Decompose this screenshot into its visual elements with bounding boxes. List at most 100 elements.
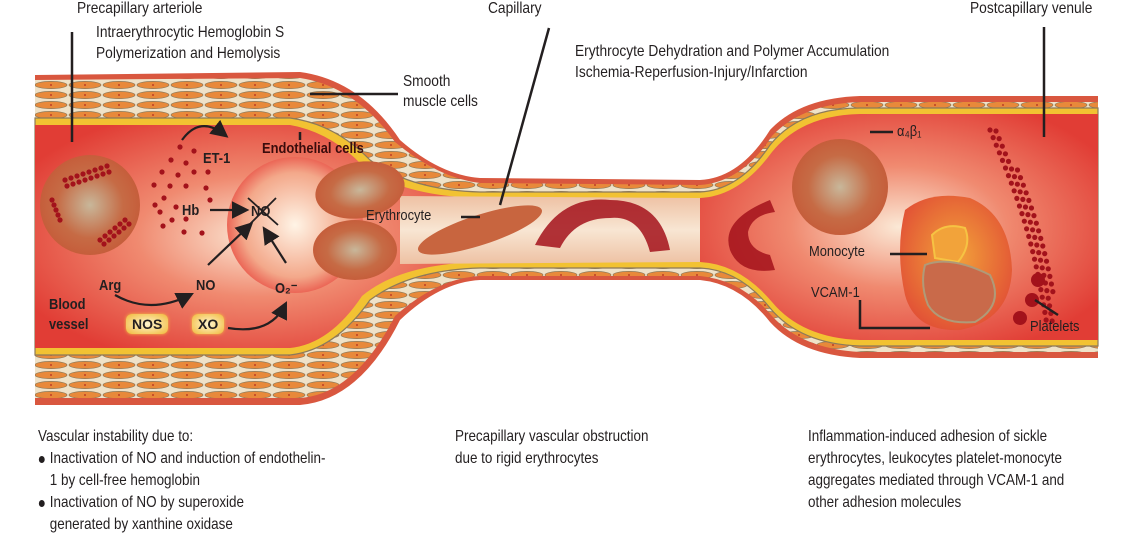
polymer-dot [1044,288,1050,294]
label-vcam1: VCAM-1 [811,284,860,301]
polymer-dot [94,173,100,179]
sickle-cell-elongated [987,127,1056,324]
leader-lines [70,27,1059,330]
label-monocyte: Monocyte [809,243,865,260]
polymer-dot [1023,190,1029,196]
polymer-dot [1043,317,1049,323]
polymer-dot [1022,204,1029,210]
polymer-dot [100,171,106,177]
polymer-dot [152,202,158,208]
polymer-dot [80,171,86,177]
caption-right-line: Inflammation-induced adhesion of sickle [808,428,1048,445]
badge-nos: NOS [126,314,169,334]
sickle-cell-crescent-2 [728,200,775,271]
label-et1: ET-1 [203,150,231,167]
caption-middle-line: due to rigid erythrocytes [455,450,599,467]
polymer-dot [57,217,63,223]
polymer-dot [88,175,94,181]
polymer-dot [1026,233,1032,239]
caption-right-line: aggregates mediated through VCAM-1 and [808,472,1065,489]
polymer-dot [159,169,165,175]
polymer-dot [1039,294,1045,300]
polymer-dot [92,167,98,173]
erythrocyte-sickled-capillary [418,205,542,255]
polymer-dot [53,207,59,213]
polymer-dot [990,135,996,141]
label-arg: Arg [99,277,122,294]
polymer-dot [996,136,1002,142]
polymer-dot [151,182,157,188]
polymer-dot [1017,175,1024,181]
label-alpha4beta1: α₄β₁ [897,123,922,140]
polymer-dot [1014,195,1020,201]
polymer-dot [175,172,181,178]
label-hb: Hb [182,202,200,219]
polymer-dot [1042,280,1049,286]
polymer-dot [1002,165,1009,171]
polymer-dot [1025,212,1031,218]
polymer-dot [102,233,108,239]
label-platelets: Platelets [1030,318,1080,335]
polymer-dot [167,183,173,189]
polymer-dot [1036,279,1043,285]
platelet [1013,311,1027,325]
polymer-dot [1017,189,1023,195]
polymer-dot [993,142,999,148]
platelet [1025,293,1039,307]
polymer-dot [98,165,104,171]
label-superoxide: O₂⁻ [275,280,298,297]
polymer-dot [1046,303,1053,309]
caption-right-line: other adhesion molecules [808,494,962,511]
polymer-dot [1034,242,1040,248]
polymer-dot [1035,271,1041,277]
polymer-dot [1033,264,1039,270]
polymer-dot [207,197,213,203]
label-precapillary-arteriole: Precapillary arteriole [77,0,203,17]
polymer-dot [168,157,174,163]
polymer-dot [1019,211,1025,217]
polymer-dot [1043,258,1050,264]
polymer-dot [1005,173,1012,179]
polymer-dot [1020,182,1026,188]
polymer-dot [74,173,80,179]
sickle-cell-crescent [535,199,670,252]
caption-left: Vascular instability due to: Inactivatio… [38,426,327,535]
polymer-dot [999,143,1005,149]
polymer-dot [191,148,197,154]
polymer-dot [1028,205,1035,211]
polymer-dot [111,233,117,239]
polymer-dot [106,237,112,243]
polymer-dot [1028,241,1034,247]
polymer-dot [161,195,167,201]
badge-xo: XO [192,314,225,334]
polymer-dot [181,229,187,235]
polymer-dot [1029,227,1036,233]
polymer-dot [1026,197,1032,203]
polymer-dot [1033,220,1039,226]
polymer-dot [1031,256,1038,262]
polymer-dot [160,223,166,229]
polymer-dot [1011,174,1018,180]
polymer-dot [1048,281,1055,287]
polymer-dot [1014,167,1021,173]
polymer-dot [68,175,74,181]
polymer-dot [169,217,175,223]
polymer-dot [1042,251,1048,257]
polymer-dot [1002,151,1009,157]
reaction-arrows [114,119,287,331]
polymer-dot [199,230,205,236]
polymer-dot [1005,158,1012,164]
polymer-dot [1014,181,1020,187]
label-postcapillary-venule: Postcapillary venule [970,0,1093,17]
label-no: NO [196,277,216,294]
label-blood-line2: vessel [49,316,89,333]
polymer-dot [70,181,76,187]
polymer-dot [203,185,209,191]
polymer-dot [49,197,55,203]
polymer-dot [1030,249,1036,255]
polymer-dot [205,169,211,175]
polymer-dot [1050,289,1056,295]
polymer-dot [86,169,92,175]
caption-left-bullet: Inactivation of NO by superoxide generat… [38,492,302,535]
polymer-dot [1021,218,1027,224]
